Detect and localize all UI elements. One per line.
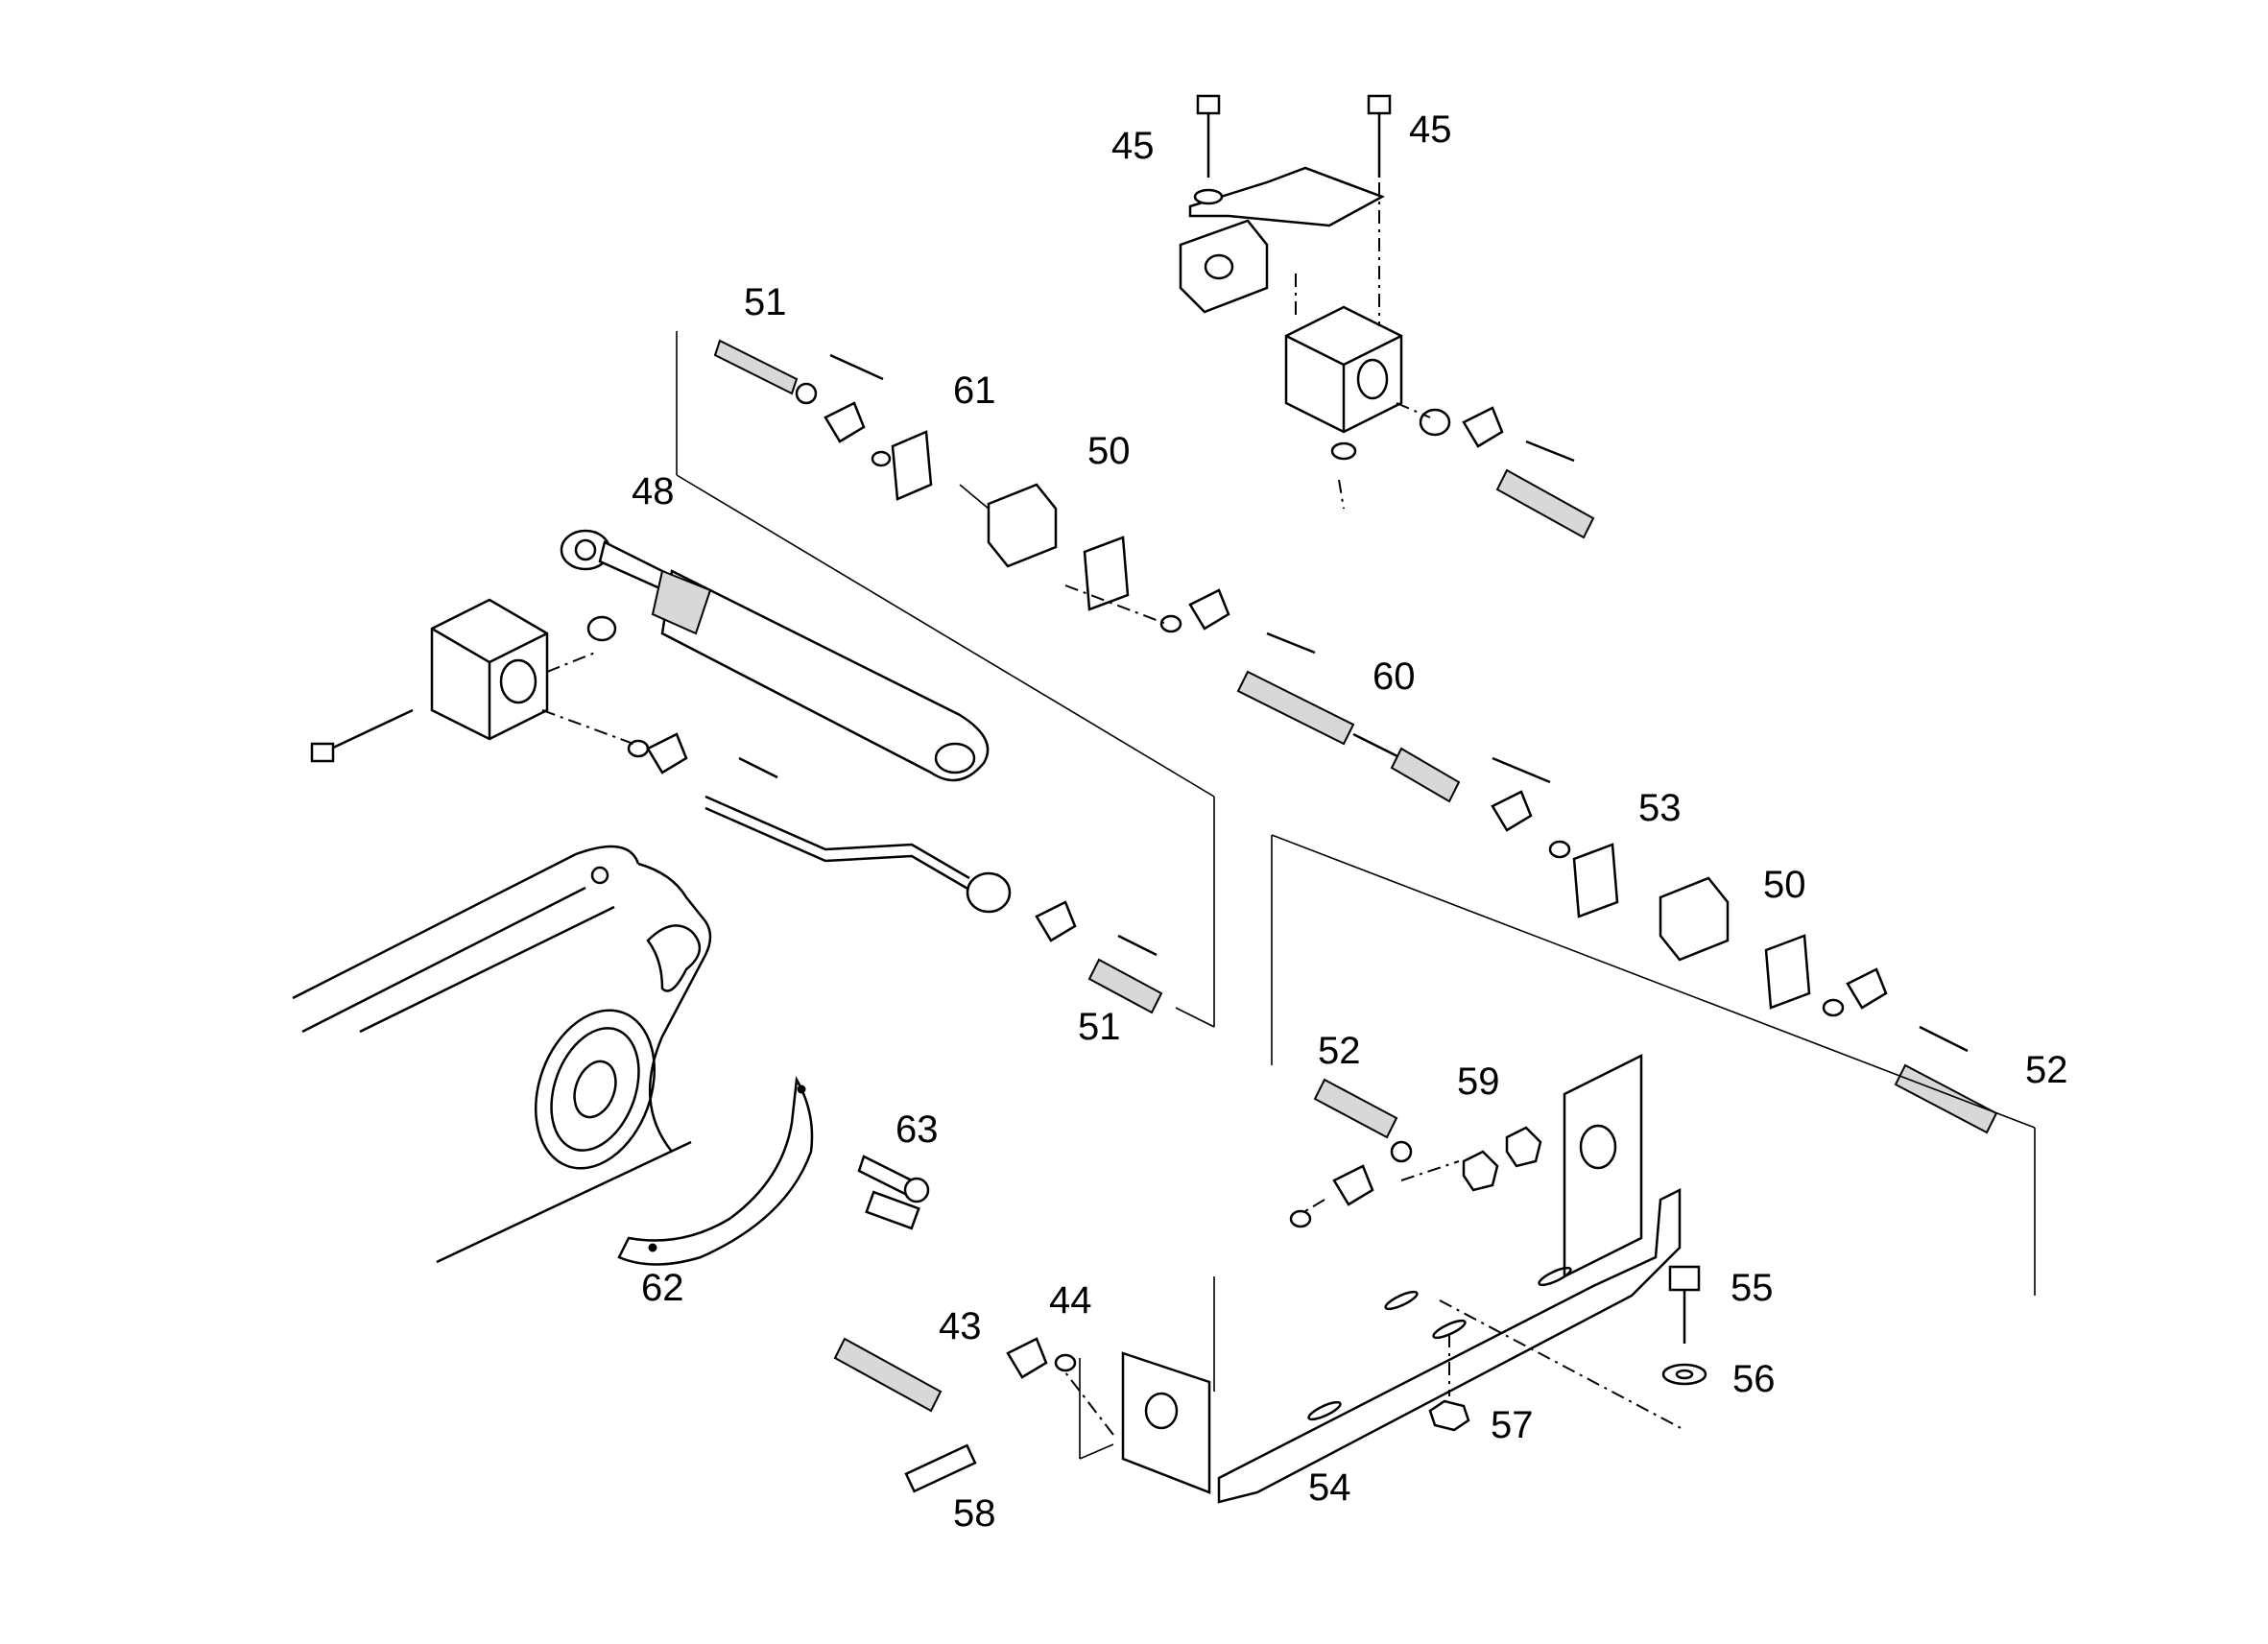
valve-block-left	[430, 598, 549, 741]
label-52-left: 52	[1318, 1030, 1361, 1072]
flanges-and-orings	[586, 408, 1845, 1372]
label-45-left: 45	[1111, 125, 1155, 167]
label-61: 61	[953, 369, 996, 412]
bolt-55	[1668, 1265, 1701, 1344]
hose-60	[1236, 670, 1461, 803]
hose-upper-left	[713, 339, 818, 405]
bolts-45	[1193, 94, 1392, 326]
label-59: 59	[1457, 1060, 1500, 1103]
split-flange-halves	[646, 401, 1888, 1379]
boom-arm	[292, 845, 712, 1264]
label-43: 43	[939, 1305, 982, 1347]
top-bracket	[1179, 166, 1385, 314]
label-48: 48	[632, 470, 675, 512]
hose-right-top	[1495, 468, 1595, 539]
label-51-bottom: 51	[1078, 1006, 1121, 1048]
label-51-top: 51	[744, 281, 787, 323]
valve-block-top	[1284, 305, 1403, 434]
construction-lines	[541, 274, 2036, 1460]
label-56: 56	[1732, 1358, 1776, 1400]
label-60: 60	[1373, 655, 1416, 698]
label-57: 57	[1491, 1404, 1534, 1446]
screws	[310, 353, 1969, 1493]
hydraulic-cylinder-48	[560, 529, 990, 782]
label-50-lower: 50	[1763, 864, 1806, 906]
nut-57	[1428, 1399, 1470, 1432]
callout-labels: 45 45 51 61 50 48 60 53 50 51 52 59 52 6…	[632, 108, 2068, 1535]
label-44: 44	[1049, 1279, 1092, 1322]
label-54: 54	[1308, 1466, 1351, 1509]
label-45-right: 45	[1409, 108, 1452, 151]
fitting-59	[1462, 1126, 1542, 1192]
label-50-upper: 50	[1087, 430, 1131, 472]
hose-43	[833, 1337, 943, 1413]
label-55: 55	[1731, 1267, 1774, 1309]
hose-51b	[1087, 958, 1163, 1014]
curved-link-62	[617, 1076, 814, 1266]
screw-63	[857, 1155, 930, 1203]
label-63: 63	[895, 1108, 939, 1151]
hose-52a	[1313, 1078, 1413, 1163]
label-53: 53	[1638, 787, 1682, 829]
valve-section-50-lower	[1572, 843, 1811, 1010]
label-52-right: 52	[2025, 1049, 2068, 1091]
hose-52b	[1894, 1063, 1998, 1134]
bent-tube	[704, 795, 1012, 914]
mounting-bracket-54	[1121, 1053, 1682, 1504]
valve-section-50-upper	[959, 483, 1130, 611]
washer-56	[1661, 1363, 1707, 1386]
label-58: 58	[953, 1492, 996, 1535]
label-62: 62	[641, 1267, 684, 1309]
